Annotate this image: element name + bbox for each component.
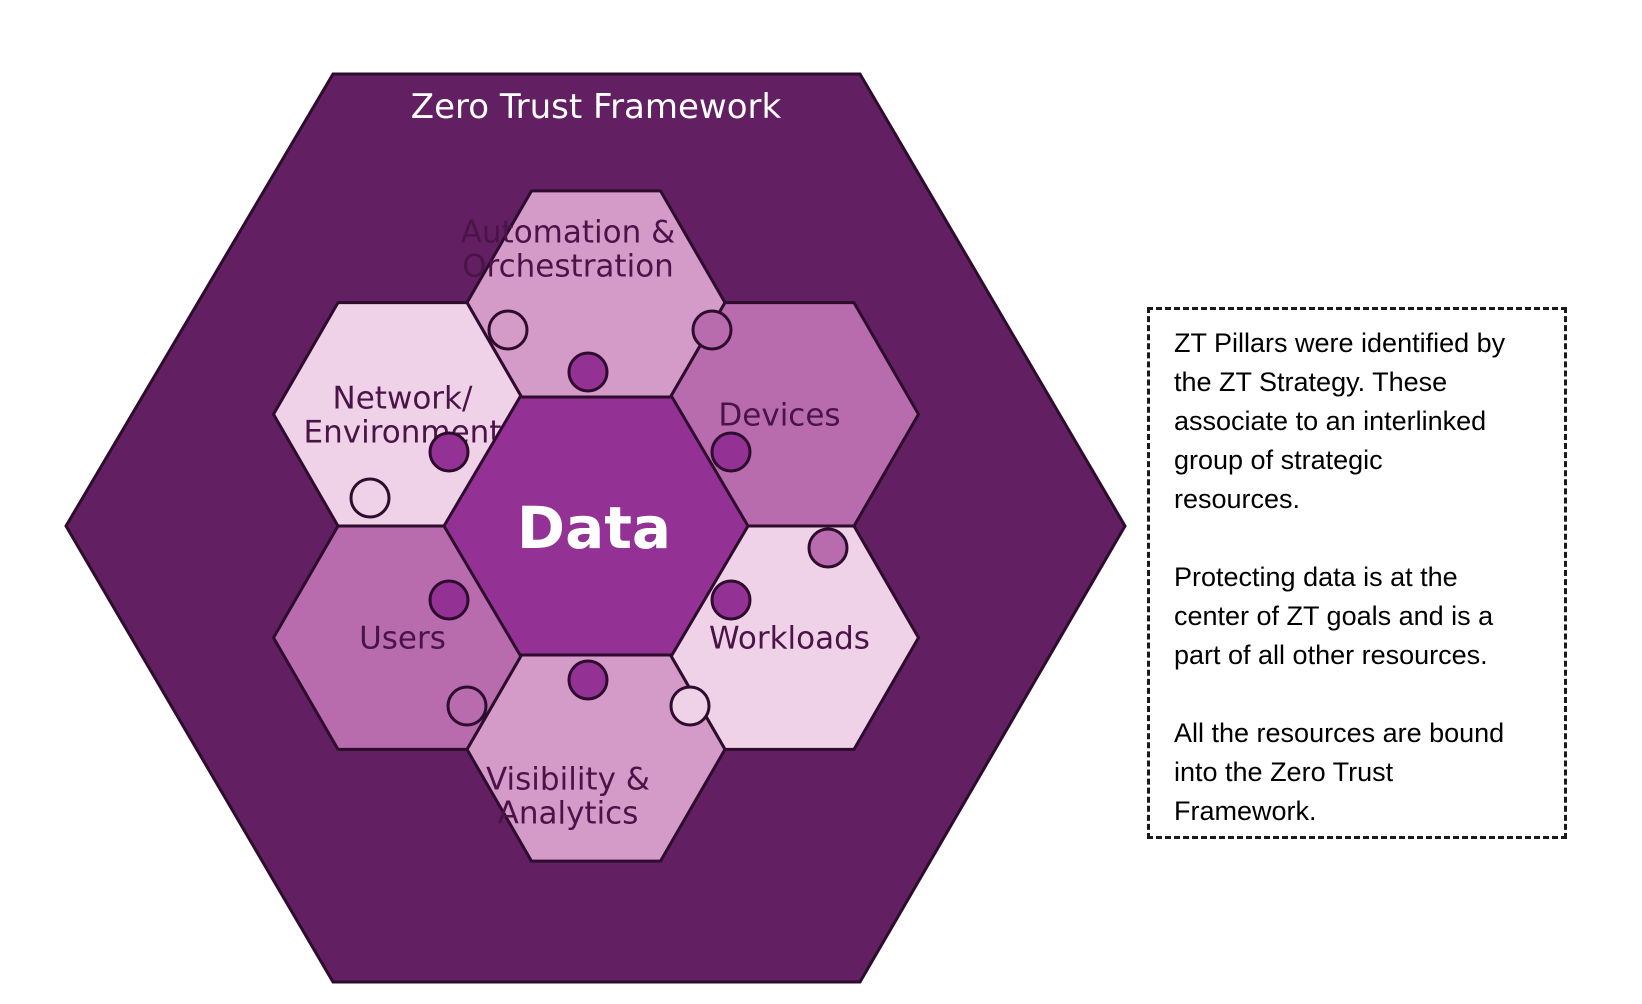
pillar-visibility-label: Analytics [498,795,639,831]
pillar-workloads-label: Workloads [709,621,870,657]
pillar-automation-label: Automation & [461,215,676,251]
note-paragraph-pillars: ZT Pillars were identified by the ZT Str… [1174,328,1506,514]
pillar-users-label: Users [359,621,446,657]
note-paragraph-data-center: Protecting data is at the center of ZT g… [1174,562,1494,670]
puzzle-tab-center-lower-left [428,579,470,621]
note-paragraph-framework: All the resources are bound into the Zer… [1174,718,1505,826]
puzzle-tabs [349,309,849,727]
data-center-label: Data [517,494,671,562]
puzzle-tab-automation-network [487,309,529,351]
puzzle-tab-automation-devices [691,309,733,351]
puzzle-tab-users-visibility [446,685,488,727]
explanation-note-box: ZT Pillars were identified by the ZT Str… [1147,307,1567,839]
puzzle-tab-center-bottom [567,659,609,701]
zero-trust-framework-diagram: Zero Trust Framework Automation &Orchest… [64,72,1127,984]
pillar-network-label: Environment [304,414,502,450]
puzzle-tab-center-lower-right [710,579,752,621]
puzzle-tab-devices-workloads [807,527,849,569]
puzzle-tab-center-upper-left [428,431,470,473]
puzzle-tab-workloads-visibility [669,685,711,727]
pillar-automation-label: Orchestration [462,249,674,285]
puzzle-tab-center-upper-right [710,431,752,473]
pillar-network-label: Network/ [333,380,473,416]
data-center-hexagon [442,395,750,657]
framework-title: Zero Trust Framework [411,87,782,127]
pillar-devices-label: Devices [718,397,840,433]
puzzle-tab-network-users [349,477,391,519]
pillar-visibility-label: Visibility & [486,761,650,797]
puzzle-tab-center-top [567,351,609,393]
